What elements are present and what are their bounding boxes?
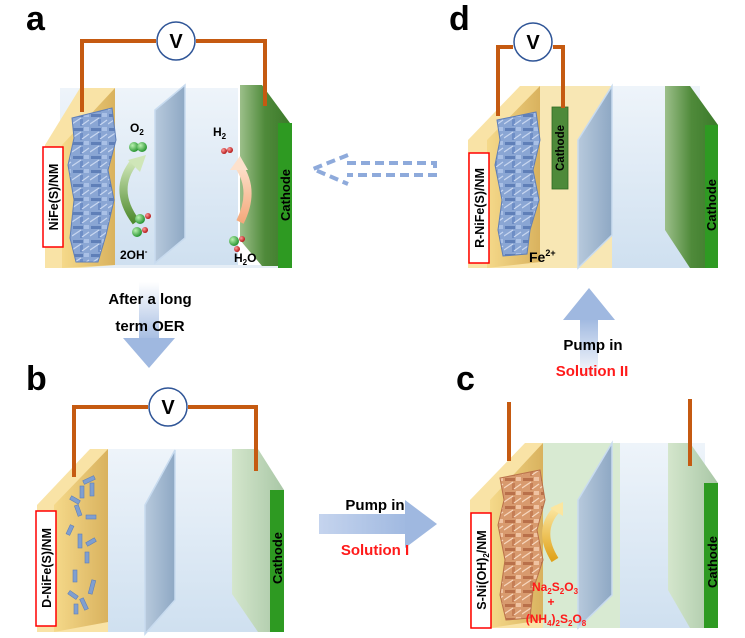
transition-a-b-line1: After a long — [108, 291, 192, 308]
o2-label: O2 — [130, 121, 144, 137]
h2-label: H2 — [213, 125, 227, 141]
reaction-arrow — [542, 505, 561, 563]
transition-b-c-action: Pump in — [345, 497, 405, 514]
membrane — [577, 83, 613, 270]
membrane — [577, 440, 613, 630]
h2-molecule-icon — [221, 147, 233, 154]
transition-c-d-action: Pump in — [563, 337, 623, 354]
anode-label-box — [470, 512, 492, 629]
cathode-plate-edge — [270, 490, 284, 632]
nifes-nanosheets — [67, 107, 117, 263]
arrow-c-to-d — [563, 288, 615, 380]
panel-d: Cathode V R-NiFe(S)/NM Cathode Fe2+ — [468, 22, 719, 270]
membrane — [144, 449, 176, 636]
h2o-molecule-icon — [229, 236, 245, 252]
wire — [496, 45, 513, 116]
arrow-a-to-b — [123, 282, 175, 368]
wire — [80, 39, 156, 112]
cathode-label: Cathode — [270, 532, 285, 584]
transition-c-d-solution: Solution II — [555, 363, 629, 380]
panel-label-b: b — [26, 360, 47, 398]
solution-formula-plus: + — [547, 595, 554, 609]
arrow-b-to-c — [319, 500, 437, 548]
cathode-plate-edge — [704, 483, 718, 628]
cathode-label: Cathode — [278, 169, 293, 221]
oh-molecules-icon — [132, 213, 151, 237]
transition-b-c-solution: Solution I — [340, 542, 410, 559]
inner-cathode — [551, 106, 569, 190]
transition-a-b-line2: term OER — [115, 318, 185, 335]
cathode-plate — [240, 85, 290, 266]
h2o-label: H2O — [234, 251, 256, 267]
anode-label: R-NiFe(S)/NM — [473, 168, 487, 248]
oh-label: 2OH- — [120, 247, 148, 262]
panel-label-c: c — [456, 360, 475, 398]
cathode-plate-edge — [278, 123, 292, 268]
arrow-d-to-a — [307, 153, 437, 186]
panel-a: V NiFe(S)/NM Cathode O2 — [42, 21, 293, 268]
voltmeter-label: V — [169, 31, 183, 53]
reconstructed-nanosheets — [494, 111, 541, 257]
voltmeter-icon — [156, 21, 196, 61]
fe-ion-label: Fe2+ — [529, 248, 556, 265]
voltmeter-icon — [513, 22, 553, 62]
panel-c: S-Ni(OH)2/NM Cathode Na2S2O3 + (NH4)2S2O… — [470, 399, 720, 630]
ni-oh2-nanosheets — [497, 469, 546, 621]
cathode-label: Cathode — [705, 536, 720, 588]
cathode-plate-edge — [705, 125, 718, 268]
panel-label-d: d — [449, 0, 470, 38]
inner-cathode-label: Cathode — [555, 125, 567, 171]
membrane — [154, 83, 186, 265]
cathode-plate — [665, 86, 718, 268]
voltmeter-label: V — [161, 397, 175, 419]
o2-molecule-icon — [129, 142, 147, 152]
anode-label: S-Ni(OH)2/NM — [475, 530, 491, 609]
cathode-label: Cathode — [704, 179, 719, 231]
solution-formula-line1: Na2S2O3 — [532, 580, 579, 596]
anode-label: D-NiFe(S)/NM — [40, 528, 54, 608]
panel-label-a: a — [26, 0, 45, 38]
wire — [72, 405, 148, 477]
panel-b: V D-NiFe(S)/NM Cathode — [35, 387, 285, 636]
solution-formula-line2: (NH4)2S2O8 — [526, 612, 587, 628]
degraded-nanosheet-fragments — [65, 475, 97, 615]
electrolyte — [105, 449, 258, 632]
anode-label-box — [35, 510, 57, 627]
anode-label-box — [42, 146, 64, 248]
anode-label-box — [468, 152, 490, 264]
oxidation-arrow — [119, 159, 140, 225]
voltmeter-icon — [148, 387, 188, 427]
voltmeter-label: V — [526, 32, 540, 54]
anode-label: NiFe(S)/NM — [47, 164, 61, 231]
